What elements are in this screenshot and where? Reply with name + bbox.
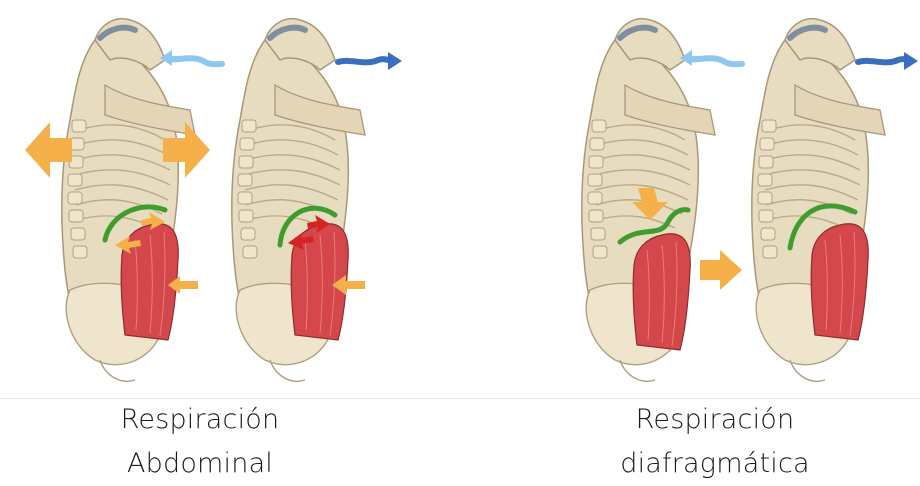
caption-diaphragmatic-line1: Respiración [595, 398, 835, 442]
figure-diaphragmatic-exhale [752, 19, 918, 382]
caption-abdominal: Respiración Abdominal [80, 398, 320, 486]
caption-diaphragmatic: Respiración diafragmática [595, 398, 835, 486]
caption-abdominal-line2: Abdominal [80, 442, 320, 486]
figure-abdominal-inhale [25, 19, 222, 382]
figure-abdominal-exhale [232, 19, 402, 382]
inhale-air-arrow-icon [160, 50, 222, 66]
breathing-illustration [0, 0, 920, 395]
caption-abdominal-line1: Respiración [80, 398, 320, 442]
exhale-air-arrow-icon [858, 52, 918, 70]
figure-diaphragmatic-inhale [582, 19, 742, 382]
exhale-air-arrow-icon [338, 52, 402, 70]
inhale-air-arrow-icon [680, 50, 742, 66]
caption-diaphragmatic-line2: diafragmática [595, 442, 835, 486]
